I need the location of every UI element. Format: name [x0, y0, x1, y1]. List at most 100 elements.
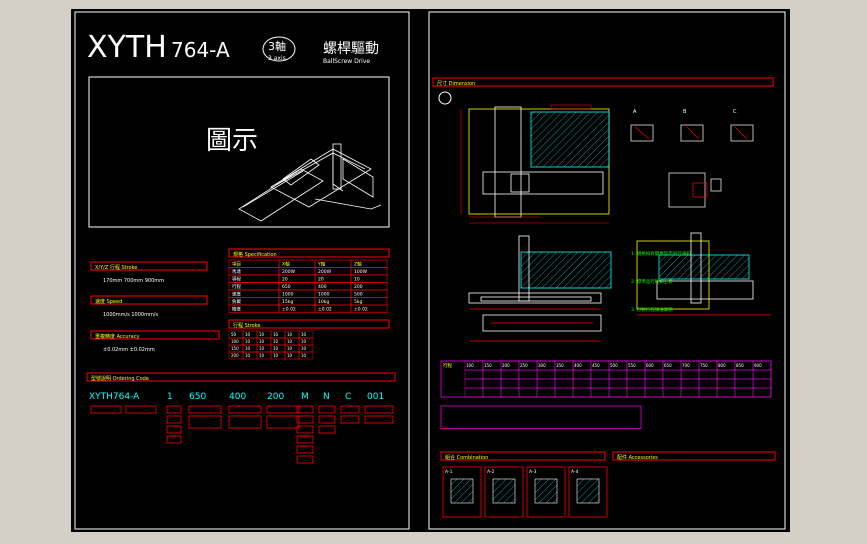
stroke-table-grid-cell: [698, 387, 718, 398]
stroke-table-grid-cell: [464, 369, 484, 380]
combination-panel-drawing: [534, 478, 558, 504]
stroke-table-cell-text: 10: [245, 339, 251, 344]
stroke-table-grid-cell: [644, 369, 664, 380]
order-code-boxes: [90, 405, 394, 464]
stroke-table-grid-cell: [536, 378, 556, 389]
stroke-table-cell-text: 10: [245, 346, 251, 351]
stroke-table-value: 700: [682, 363, 690, 368]
spec-cell-text: ±0.02: [354, 307, 368, 313]
stroke-table-grid-cell: [572, 378, 592, 389]
stroke-table-grid-cell: [482, 378, 502, 389]
cad-drawing-canvas: XYTH 764-A 3軸 3 axis 螺桿驅動 BallScrew Driv…: [71, 9, 790, 532]
stroke-section-title: X/Y/Z 行程 Stroke: [95, 264, 137, 271]
stroke-table-cell-text: 10: [287, 353, 293, 358]
spec-cell-text: 10: [354, 277, 360, 283]
stroke-table-value: 100: [466, 363, 474, 368]
accessories-section-box: [612, 451, 776, 461]
stroke-table-grid-cell: [572, 387, 592, 398]
stroke-table-value: 600: [646, 363, 654, 368]
spec-cell-text: 650: [282, 284, 291, 290]
stroke-table-value: 550: [628, 363, 636, 368]
stroke-table-grid-cell: [590, 369, 610, 380]
right-sheet-frame: [428, 11, 786, 530]
combination-section-title: 組合 Combination: [445, 454, 488, 461]
spec-cell-text: 200: [354, 284, 363, 290]
stroke-table-cell-text: 10: [259, 332, 265, 337]
stroke-table-grid-cell: [698, 378, 718, 389]
stroke-table-value: 350: [556, 363, 564, 368]
note-line: 3. 訂製行程請洽業務: [631, 306, 673, 313]
detail-c-label: C: [733, 109, 737, 115]
stroke-table-grid-cell: [680, 369, 700, 380]
stroke-table-value: 300: [538, 363, 546, 368]
detail-a-label: A: [633, 109, 637, 115]
stroke-table-grid-cell: [662, 387, 682, 398]
speed-section-box: [90, 295, 208, 305]
side-view-drawing: [636, 232, 771, 316]
combination-panel-drawing: [450, 478, 474, 504]
axis-badge-circle: [262, 36, 296, 62]
spec-cell-text: 馬達: [232, 268, 241, 275]
stroke-table-value: 900: [754, 363, 762, 368]
stroke-table-grid-cell: [608, 387, 628, 398]
stroke-table-grid-cell: [626, 369, 646, 380]
stroke-table-value: 250: [520, 363, 528, 368]
stroke-table-grid-cell: [734, 378, 754, 389]
order-code-segment: 650: [189, 392, 206, 402]
combination-panel-drawing: [492, 478, 516, 504]
note-line: 1. 規格如有變更恕不另行通知: [631, 250, 691, 257]
left-sheet-frame: [74, 11, 410, 530]
stroke-table-cell-text: 10: [301, 346, 307, 351]
stroke-table-grid-cell: [716, 387, 736, 398]
combination-panel-label: A-1: [445, 469, 453, 475]
spec-cell-text: 15kg: [282, 299, 293, 305]
accuracy-section-title: 重複精度 Accuracy: [95, 333, 139, 340]
stroke-table-grid-cell: [518, 378, 538, 389]
detail-views: [630, 124, 754, 208]
stroke-table-grid-cell: [608, 378, 628, 389]
order-code-segment: 200: [267, 392, 284, 402]
combination-panel-label: A-4: [571, 469, 579, 475]
detail-marker: [438, 91, 452, 105]
stroke-table-cell-text: 10: [245, 353, 251, 358]
spec-cell-text: 5kg: [354, 299, 362, 305]
dimension-section-title: 尺寸 Dimension: [437, 80, 475, 87]
stroke-table-title: 行程 Stroke: [233, 322, 261, 329]
stroke-table-grid-cell: [644, 387, 664, 398]
spec-cell-text: 速度: [232, 291, 241, 298]
spec-cell-text: 20: [318, 277, 324, 283]
spec-cell-text: 400: [318, 284, 327, 290]
spec-cell-text: 200W: [282, 269, 296, 275]
accuracy-line: ±0.02mm ±0.02mm: [103, 347, 155, 353]
axis-badge: 3軸: [268, 39, 286, 53]
order-code-segment: C: [345, 392, 351, 402]
stroke-table-grid-cell: [500, 369, 520, 380]
stroke-table-grid-cell: [536, 369, 556, 380]
spec-section-title: 規格 Specification: [233, 251, 277, 258]
stroke-table-value: 750: [700, 363, 708, 368]
spec-cell-text: 導程: [232, 276, 241, 283]
order-code-segment: M: [301, 392, 309, 402]
image-label: 圖示: [206, 126, 258, 156]
stroke-table-cell-text: 10: [287, 332, 293, 337]
stroke-table-value: 800: [718, 363, 726, 368]
spec-cell-text: ±0.02: [318, 307, 332, 313]
stroke-table-grid-cell: [680, 387, 700, 398]
spec-cell-text: 100W: [354, 269, 368, 275]
combination-panel-drawing: [576, 478, 600, 504]
spec-cell-text: 負載: [232, 298, 241, 305]
title-main: XYTH: [87, 30, 167, 65]
stroke-table-grid-cell: [680, 378, 700, 389]
stroke-table-cell-text: 200: [231, 353, 239, 358]
image-box: [88, 76, 390, 228]
stroke-table-grid-cell: [536, 387, 556, 398]
stroke-table-cell-text: 10: [301, 353, 307, 358]
stroke-line: 170mm 700mm 900mm: [103, 278, 164, 284]
stroke-table-grid-cell: [662, 378, 682, 389]
stroke-table-grid-cell: [734, 369, 754, 380]
